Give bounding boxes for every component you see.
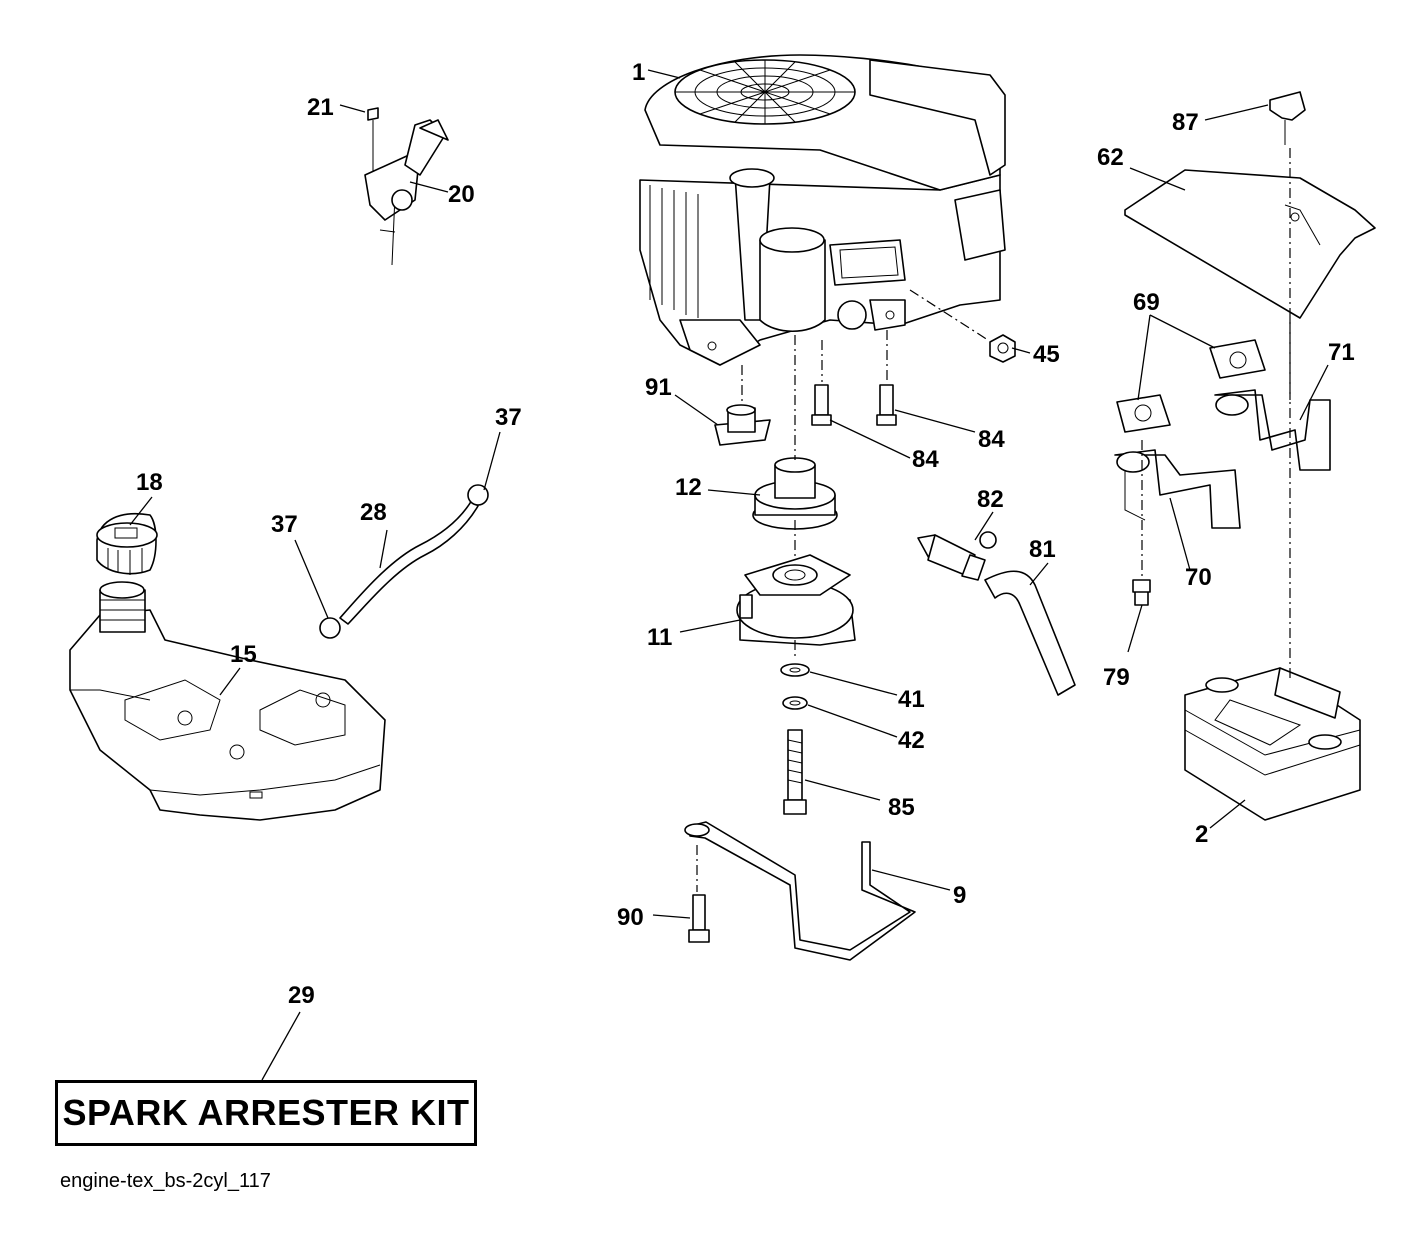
bracket — [684, 821, 916, 961]
callout-84-b: 84 — [978, 426, 1005, 453]
spacer — [714, 404, 771, 446]
callout-15: 15 — [230, 641, 257, 668]
bolts-84 — [811, 384, 897, 426]
callout-42: 42 — [898, 727, 925, 754]
exhaust-gaskets-pipes — [1114, 339, 1331, 529]
bolt-79 — [1132, 579, 1151, 606]
callout-45: 45 — [1033, 341, 1060, 368]
callout-29: 29 — [288, 982, 315, 1009]
throttle-control-assembly — [364, 107, 449, 266]
spark-arrester-kit-label: SPARK ARRESTER KIT — [62, 1092, 470, 1133]
callout-85: 85 — [888, 794, 915, 821]
callout-20: 20 — [448, 181, 475, 208]
callout-91: 91 — [645, 374, 672, 401]
fuel-filter — [917, 531, 997, 581]
callout-82: 82 — [977, 486, 1004, 513]
spark-arrester-kit-box: SPARK ARRESTER KIT — [55, 1080, 477, 1146]
callout-11: 11 — [647, 624, 672, 651]
callout-70: 70 — [1185, 564, 1212, 591]
fuel-tank — [69, 581, 386, 821]
callout-37-a: 37 — [495, 404, 522, 431]
callout-87: 87 — [1172, 109, 1199, 136]
callout-37-b: 37 — [271, 511, 298, 538]
callout-28: 28 — [360, 499, 387, 526]
callout-90: 90 — [617, 904, 644, 931]
callout-1: 1 — [632, 59, 645, 86]
fuel-line — [319, 484, 489, 639]
washers-and-bolt — [780, 663, 810, 815]
callout-69: 69 — [1133, 289, 1160, 316]
callout-18: 18 — [136, 469, 163, 496]
callout-81: 81 — [1029, 536, 1056, 563]
callout-21: 21 — [307, 94, 334, 121]
bolt-90 — [688, 894, 710, 943]
pulley — [752, 457, 838, 530]
callout-12: 12 — [675, 474, 702, 501]
callout-9: 9 — [953, 882, 966, 909]
callout-84-a: 84 — [912, 446, 939, 473]
fuel-hose — [984, 570, 1076, 696]
muffler — [1184, 667, 1361, 821]
engine-assembly — [639, 54, 1006, 366]
fuel-cap — [96, 513, 158, 575]
diagram-file-id: engine-tex_bs-2cyl_117 — [60, 1170, 271, 1192]
callout-2: 2 — [1195, 821, 1208, 848]
callout-71: 71 — [1328, 339, 1355, 366]
leader-lines — [129, 69, 1329, 1081]
callout-41: 41 — [898, 686, 925, 713]
callout-labels: 1 21 20 87 62 45 69 71 91 84 84 37 37 28… — [136, 59, 1355, 1009]
callout-62: 62 — [1097, 144, 1124, 171]
callout-79: 79 — [1103, 664, 1130, 691]
nut — [989, 334, 1016, 363]
assembly-center-lines — [696, 148, 1291, 892]
pto-clutch — [736, 554, 856, 646]
heat-shield — [1124, 91, 1376, 319]
